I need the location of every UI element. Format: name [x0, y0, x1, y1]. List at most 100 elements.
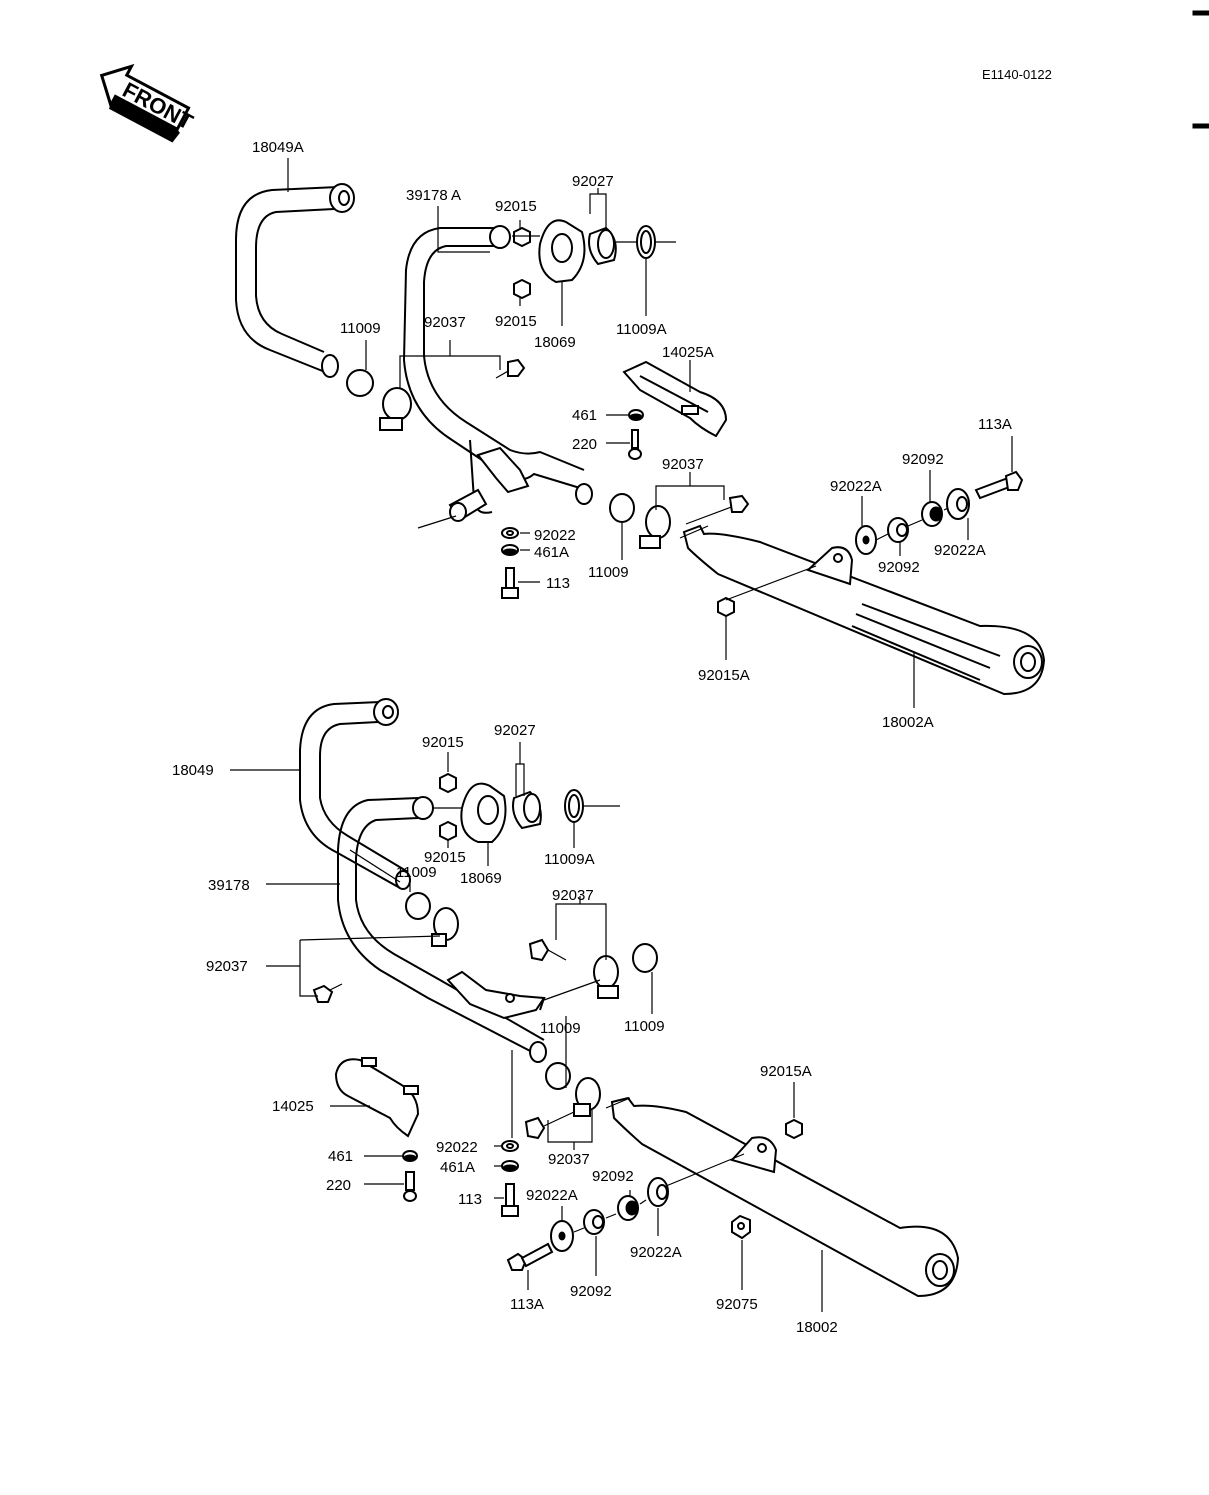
label-92022A-top-2: 92022A — [934, 542, 986, 559]
label-220-top: 220 — [572, 436, 597, 453]
sleeve-92027-top — [588, 226, 617, 266]
washer-92022A-top-2 — [946, 488, 970, 520]
collar-11009-top — [346, 369, 374, 397]
washer-461-top — [628, 409, 644, 421]
nut-92015A-bottom — [785, 1118, 803, 1140]
heat-guard-14025 — [334, 1057, 420, 1138]
leader-lines-top — [287, 158, 1013, 708]
bushing-92092-top-1 — [887, 517, 909, 543]
sleeve-92027-bottom — [512, 790, 542, 830]
bolt-113-top — [501, 567, 519, 599]
label-461-bottom: 461 — [328, 1148, 353, 1165]
bolt-92037-bottom-left — [312, 983, 343, 1003]
label-92092-top-1: 92092 — [902, 451, 944, 468]
label-113A-bottom: 113A — [510, 1296, 544, 1313]
muffler-18002 — [610, 1096, 960, 1298]
washer-92022-top — [501, 527, 519, 539]
washer-92022A-bottom-1 — [647, 1177, 669, 1207]
gasket-11009A-top — [636, 225, 656, 259]
label-92015A-top: 92015A — [698, 667, 750, 684]
label-92022A-top-1: 92022A — [830, 478, 882, 495]
label-92015-bottom-2: 92015 — [424, 849, 466, 866]
pipe-39178 — [337, 796, 547, 1063]
label-92015-bottom-1: 92015 — [422, 734, 464, 751]
leader-lines-bottom — [230, 742, 823, 1312]
nut-92075 — [731, 1214, 751, 1240]
label-11009-bottom-1: 11009 — [396, 864, 437, 881]
label-92037-bottom-3: 92037 — [548, 1151, 590, 1168]
label-11009-bottom-3: 11009 — [624, 1018, 665, 1035]
nut-92015-bottom — [439, 772, 457, 842]
edge-mark-top — [1192, 10, 1209, 16]
label-92015A-bottom: 92015A — [760, 1063, 812, 1080]
nut-92015A-top — [717, 596, 735, 618]
clamp-92037-top-left — [379, 387, 412, 431]
bushing-92092-bottom-1 — [617, 1195, 639, 1221]
label-18049A: 18049A — [252, 139, 304, 156]
washer-92022A-bottom-2 — [550, 1220, 574, 1252]
label-92092-bottom-2: 92092 — [570, 1283, 612, 1300]
label-18002: 18002 — [796, 1319, 838, 1336]
pipe-18049A — [235, 183, 355, 378]
label-39178: 39178 — [208, 877, 250, 894]
flange-18069-bottom — [460, 782, 507, 843]
label-92037-top-2: 92037 — [662, 456, 704, 473]
assembly-link-line — [417, 515, 457, 529]
label-92015-top-1: 92015 — [495, 198, 537, 215]
diagram-code: E1140-0122 — [982, 67, 1052, 82]
label-18069-bottom: 18069 — [460, 870, 502, 887]
bolt-92037-bottom-mid — [528, 938, 567, 962]
label-92037-bottom-1: 92037 — [206, 958, 248, 975]
clamp-92037-bottom-lower — [573, 1077, 601, 1117]
bolt-220-bottom — [403, 1171, 417, 1202]
bolt-92037-top-right — [685, 494, 750, 525]
label-11009-top-2: 11009 — [588, 564, 629, 581]
collar-11009-bottom-mid — [632, 943, 658, 973]
flange-18069-top — [538, 219, 586, 284]
label-92022-bottom: 92022 — [436, 1139, 478, 1156]
nut-92015-top — [513, 226, 531, 300]
label-461-top: 461 — [572, 407, 597, 424]
pipe-18049 — [299, 698, 411, 890]
washer-92022-bottom — [501, 1140, 519, 1152]
label-92092-bottom-1: 92092 — [592, 1168, 634, 1185]
label-113A-top: 113A — [978, 416, 1012, 433]
bolt-113A-top — [974, 470, 1024, 500]
washer-92022A-top-1 — [855, 525, 877, 555]
label-92022A-bottom-1: 92022A — [526, 1187, 578, 1204]
label-92022A-bottom-2: 92022A — [630, 1244, 682, 1261]
heat-guard-14025A — [622, 360, 728, 438]
label-92027-top: 92027 — [572, 173, 614, 190]
bushing-92092-bottom-2 — [583, 1209, 605, 1235]
label-92075: 92075 — [716, 1296, 758, 1313]
label-92092-top-2: 92092 — [878, 559, 920, 576]
clamp-92037-top-right — [639, 505, 671, 549]
clamp-92037-bottom-mid — [593, 955, 619, 999]
gasket-11009A-bottom — [564, 789, 584, 823]
label-18002A: 18002A — [882, 714, 934, 731]
label-18069-top: 18069 — [534, 334, 576, 351]
label-113-bottom: 113 — [458, 1191, 482, 1208]
bushing-92092-top-2 — [921, 501, 943, 527]
label-92015-top-2: 92015 — [495, 313, 537, 330]
muffler-18002A — [682, 524, 1046, 696]
clamp-92037-bottom-left — [431, 907, 459, 947]
label-14025: 14025 — [272, 1098, 314, 1115]
bolt-113-bottom — [501, 1183, 519, 1217]
label-92037-top: 92037 — [424, 314, 466, 331]
bolt-220-top — [628, 429, 642, 460]
label-39178A: 39178 A — [406, 187, 461, 204]
label-461A-top: 461A — [534, 544, 569, 561]
label-11009-bottom-2: 11009 — [540, 1020, 581, 1037]
washer-461-bottom — [402, 1150, 418, 1162]
collar-11009-top-right — [609, 493, 635, 523]
label-11009A-top: 11009A — [616, 321, 667, 338]
collar-11009-bottom-left — [405, 892, 431, 920]
label-11009A-bottom: 11009A — [544, 851, 595, 868]
bolt-92037-bottom-lower — [524, 1111, 575, 1140]
washer-461A-top — [501, 544, 519, 556]
label-461A-bottom: 461A — [440, 1159, 475, 1176]
label-92022-top: 92022 — [534, 527, 576, 544]
label-113-top: 113 — [546, 575, 570, 592]
